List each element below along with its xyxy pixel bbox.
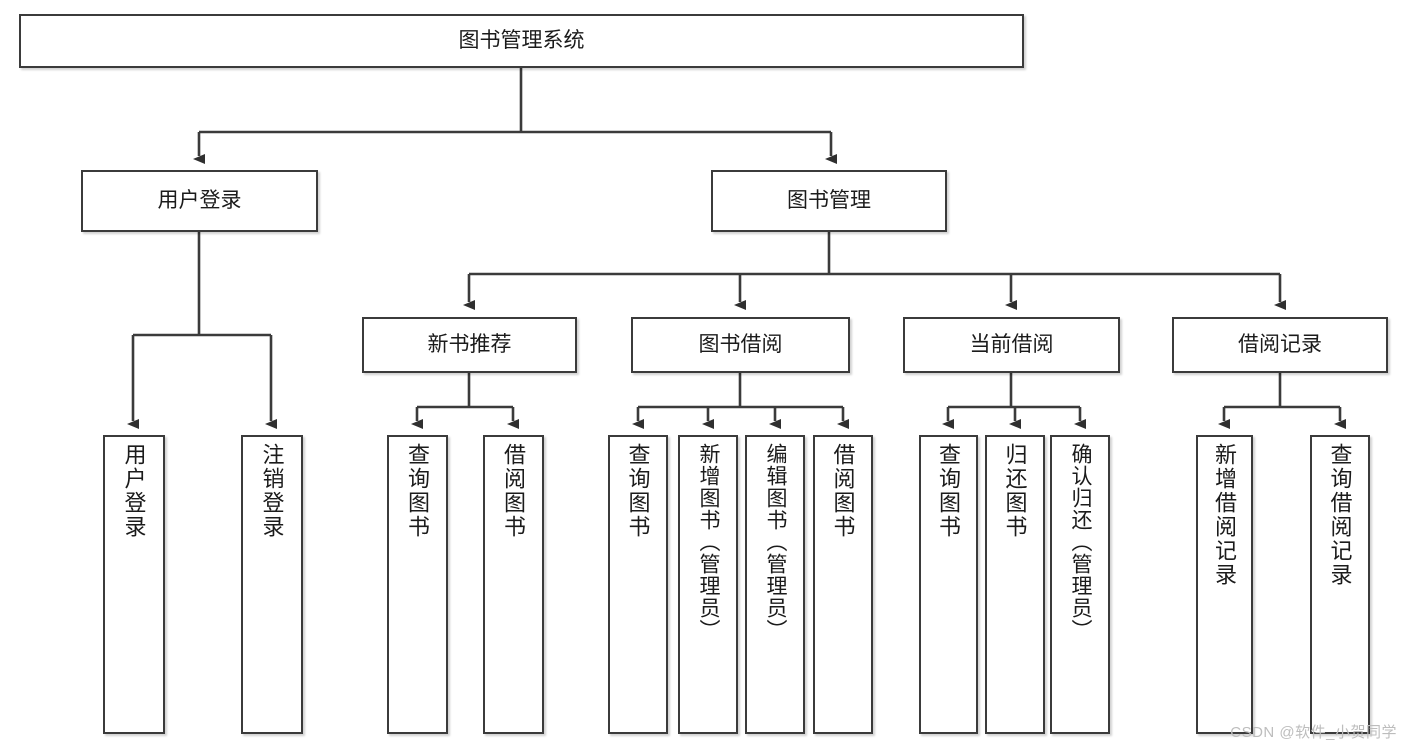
- node-label: 确认归还（管理员）: [1069, 443, 1093, 641]
- node-label: 新书推荐: [427, 332, 512, 356]
- node-label: 查询图书: [625, 443, 651, 539]
- node-new-book-recommend[interactable]: 新书推荐: [362, 317, 577, 373]
- node-label: 编辑图书（管理员）: [764, 443, 788, 641]
- node-label: 当前借阅: [969, 332, 1054, 356]
- node-borrow-record[interactable]: 借阅记录: [1172, 317, 1388, 373]
- leaf-query-borrow-record[interactable]: 查询借阅记录: [1310, 435, 1370, 734]
- node-label: 归还图书: [1002, 443, 1028, 539]
- leaf-query-book-borrow[interactable]: 查询图书: [608, 435, 668, 734]
- node-label: 查询图书: [936, 443, 962, 539]
- leaf-confirm-return-admin[interactable]: 确认归还（管理员）: [1050, 435, 1110, 734]
- node-label: 借阅图书: [830, 443, 856, 539]
- node-label: 新增借阅记录: [1212, 443, 1238, 587]
- leaf-edit-book-admin[interactable]: 编辑图书（管理员）: [745, 435, 805, 734]
- node-label: 图书管理: [787, 188, 871, 212]
- leaf-query-book-recommend[interactable]: 查询图书: [387, 435, 448, 734]
- node-label: 注销登录: [259, 443, 285, 539]
- node-label: 查询借阅记录: [1327, 443, 1353, 587]
- leaf-logout-login[interactable]: 注销登录: [241, 435, 303, 734]
- node-user-login[interactable]: 用户登录: [81, 170, 318, 232]
- node-current-borrow[interactable]: 当前借阅: [903, 317, 1120, 373]
- node-label: 用户登录: [121, 443, 147, 539]
- node-book-borrow[interactable]: 图书借阅: [631, 317, 850, 373]
- leaf-query-book-current[interactable]: 查询图书: [919, 435, 978, 734]
- leaf-borrow-book-recommend[interactable]: 借阅图书: [483, 435, 544, 734]
- leaf-add-borrow-record[interactable]: 新增借阅记录: [1196, 435, 1253, 734]
- node-book-management[interactable]: 图书管理: [711, 170, 947, 232]
- leaf-borrow-book[interactable]: 借阅图书: [813, 435, 873, 734]
- node-label: 图书借阅: [698, 332, 783, 356]
- node-book-management-system[interactable]: 图书管理系统: [19, 14, 1024, 68]
- node-label: 借阅图书: [501, 443, 527, 539]
- leaf-user-login[interactable]: 用户登录: [103, 435, 165, 734]
- node-label: 借阅记录: [1238, 332, 1322, 356]
- node-label: 查询图书: [405, 443, 431, 539]
- leaf-return-book[interactable]: 归还图书: [985, 435, 1045, 734]
- node-label: 用户登录: [157, 188, 242, 212]
- node-label: 图书管理系统: [458, 28, 585, 52]
- node-label: 新增图书（管理员）: [697, 443, 721, 641]
- csdn-watermark: CSDN @软件_小贺同学: [1230, 724, 1397, 741]
- leaf-add-book-admin[interactable]: 新增图书（管理员）: [678, 435, 738, 734]
